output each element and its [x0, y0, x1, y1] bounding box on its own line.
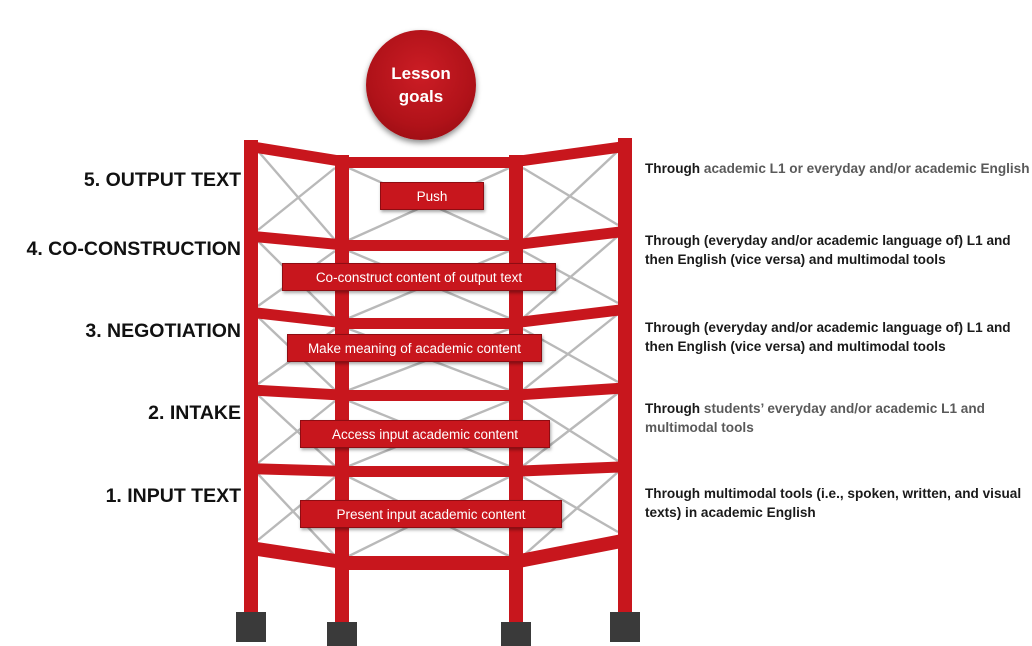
frame-beam [335, 390, 523, 401]
stage-label-output-text: 5. OUTPUT TEXT [83, 169, 241, 191]
cross-brace [522, 313, 619, 391]
desc-body: multimodal tools (i.e., spoken, written,… [645, 486, 1022, 520]
desc-co-construction: Through (everyday and/or academic langua… [645, 231, 1030, 269]
desc-lead: Through [645, 161, 701, 176]
stage-label-input-text: 1. INPUT TEXT [105, 485, 241, 507]
footing-block [327, 622, 357, 646]
frame-beams [244, 138, 632, 622]
frame-beam [244, 306, 349, 329]
desc-body: (everyday and/or academic language of) L… [645, 320, 1011, 354]
stage-label-co-construction: 4. CO-CONSTRUCTION [26, 238, 242, 260]
frame-beam [335, 157, 523, 168]
action-box-co-construct: Co-construct content of output text [282, 263, 556, 291]
cross-brace [257, 476, 336, 541]
desc-lead: Through [645, 320, 701, 335]
frame-beam [509, 382, 632, 401]
desc-lead: Through [645, 233, 701, 248]
frame-beam [244, 384, 349, 401]
cross-brace [522, 150, 619, 241]
frame-beam [244, 463, 349, 477]
cross-brace [257, 167, 336, 231]
action-box-access-input: Access input academic content [300, 420, 550, 448]
frame-post [618, 138, 632, 612]
footings [236, 612, 640, 646]
action-box-push: Push [380, 182, 484, 210]
frame-beam [509, 140, 632, 168]
lesson-goals-label: Lesson goals [391, 64, 451, 106]
lesson-goals-circle: Lesson goals [366, 30, 476, 140]
cross-brace [522, 475, 619, 534]
desc-body: (everyday and/or academic language of) L… [645, 233, 1011, 267]
cross-brace [257, 400, 336, 464]
frame-beam [509, 303, 632, 329]
desc-intake: Through students’ everyday and/or academ… [645, 399, 1030, 437]
cross-brace [522, 392, 619, 467]
desc-output-text: Through academic L1 or everyday and/or a… [645, 159, 1030, 178]
desc-lead: Through [645, 401, 701, 416]
frame-post [244, 140, 258, 612]
stage-label-negotiation: 3. NEGOTIATION [85, 320, 241, 342]
frame-beam [509, 461, 632, 477]
desc-lead: Through [645, 486, 701, 501]
frame-beam [244, 230, 349, 251]
cross-brace [257, 473, 336, 557]
footing-block [501, 622, 531, 646]
frame-beam [335, 240, 523, 251]
frame-beam [335, 318, 523, 329]
frame-beam [335, 466, 523, 477]
frame-beam [244, 540, 349, 570]
frame-post [509, 155, 523, 622]
desc-input-text: Through multimodal tools (i.e., spoken, … [645, 484, 1030, 522]
frame-beam [335, 556, 523, 570]
cross-brace [522, 471, 619, 557]
frame-beam [244, 140, 349, 168]
footing-block [610, 612, 640, 642]
frame-post [335, 155, 349, 622]
desc-body: students’ everyday and/or academic L1 an… [645, 401, 985, 435]
desc-negotiation: Through (everyday and/or academic langua… [645, 318, 1030, 356]
desc-body: academic L1 or everyday and/or academic … [703, 161, 1030, 176]
action-box-make-meaning: Make meaning of academic content [287, 334, 542, 362]
cross-brace [257, 150, 336, 241]
action-box-present-input: Present input academic content [300, 500, 562, 528]
footing-block [236, 612, 266, 642]
frame-beam [509, 225, 632, 251]
frame-beam [509, 532, 632, 570]
cross-brace [522, 235, 619, 319]
stage-label-intake: 2. INTAKE [148, 402, 241, 424]
